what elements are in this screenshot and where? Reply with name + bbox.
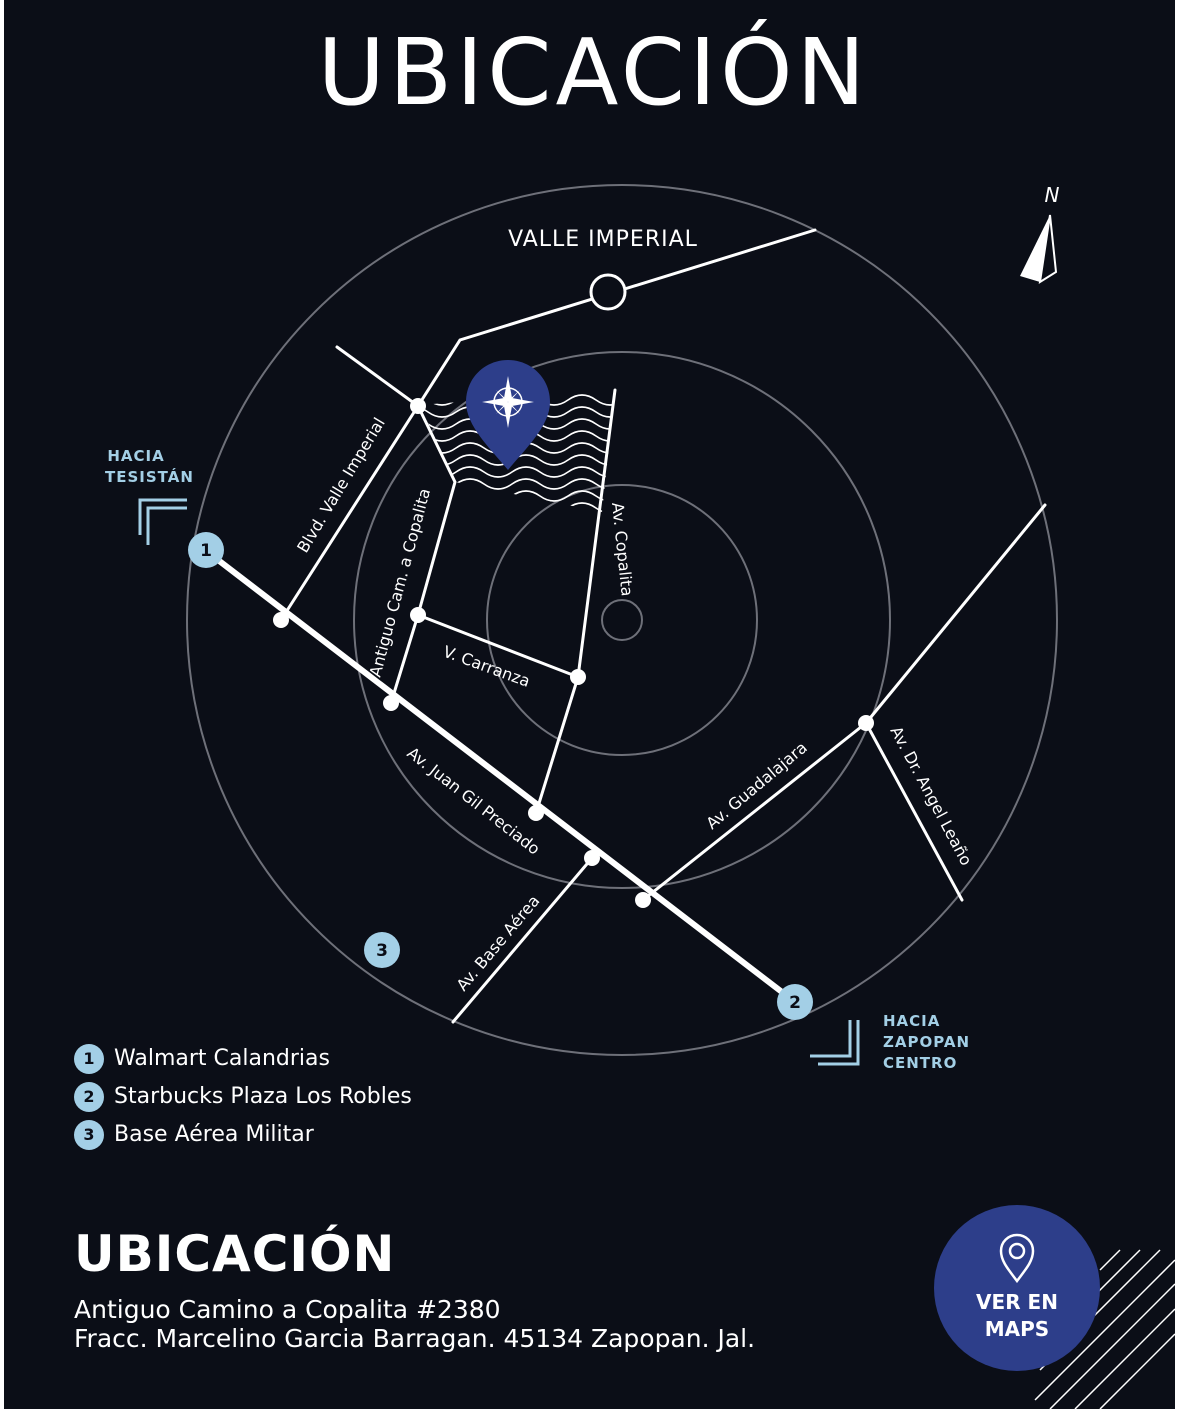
ring-middle	[353, 351, 891, 889]
location-pin-icon[interactable]	[466, 360, 550, 470]
valle-imperial-label: VALLE IMPERIAL	[508, 227, 698, 252]
intersection-dot	[410, 398, 426, 414]
address-line-1: Antiguo Camino a Copalita #2380	[74, 1295, 501, 1324]
street-angel-leano	[864, 721, 964, 902]
intersection-dot	[273, 612, 289, 628]
distance-rings	[186, 184, 1058, 1056]
legend-label-3: Base Aérea Militar	[114, 1122, 314, 1147]
legend-number-1: 1	[74, 1044, 104, 1074]
street-label-av-copalita: Av. Copalita	[608, 501, 637, 597]
street-juan-gil-preciado	[202, 547, 798, 1005]
view-in-maps-button[interactable]: VER EN MAPS	[934, 1205, 1100, 1371]
street-northwest-branch	[335, 345, 420, 408]
address-title: UBICACIÓN	[74, 1225, 396, 1283]
street-antiguo-copalita	[389, 404, 457, 705]
intersections	[273, 398, 874, 908]
page-title: UBICACIÓN	[317, 19, 870, 126]
direction-zapopan-centro: HACIA ZAPOPAN CENTRO	[883, 1012, 971, 1072]
intersection-dot	[528, 805, 544, 821]
zapopan-direction-icon	[810, 1020, 860, 1066]
svg-text:1: 1	[200, 541, 212, 561]
intersection-dot	[858, 715, 874, 731]
street-v-carranza	[416, 613, 580, 679]
street-av-copalita	[534, 388, 617, 815]
street-valle-imperial-main	[279, 228, 817, 622]
legend-number-2: 2	[74, 1082, 104, 1112]
intersection-dot	[584, 850, 600, 866]
location-page: UBICACIÓN	[4, 0, 1175, 1409]
valle-imperial-marker	[589, 273, 627, 311]
intersection-dot	[410, 607, 426, 623]
svg-text:2: 2	[789, 993, 801, 1013]
intersection-dot	[383, 695, 399, 711]
legend-label-1: Walmart Calandrias	[114, 1046, 330, 1071]
street-guadalajara	[641, 721, 868, 902]
street-label-base-aerea: Av. Base Aérea	[453, 891, 544, 994]
address-line-2: Fracc. Marcelino Garcia Barragan. 45134 …	[74, 1324, 756, 1353]
location-map[interactable]: VALLE IMPERIAL N	[4, 0, 1175, 1409]
ring-inner	[486, 484, 758, 756]
street-northeast	[864, 503, 1047, 725]
street-label-blvd-valle-imperial: Blvd. Valle Imperial	[293, 414, 389, 556]
numbered-markers: 1 2 3	[188, 532, 813, 1020]
north-label: N	[1045, 183, 1060, 207]
map-pin-icon	[999, 1233, 1035, 1283]
ring-center	[601, 599, 643, 641]
ring-outer	[186, 184, 1058, 1056]
street-label-v-carranza: V. Carranza	[441, 642, 533, 691]
marker-2[interactable]: 2	[777, 984, 813, 1020]
direction-tesistan: HACIA TESISTÁN	[105, 447, 194, 486]
north-arrow-icon: N	[1020, 183, 1060, 284]
streets	[202, 228, 1047, 1024]
legend-label-2: Starbucks Plaza Los Robles	[114, 1084, 412, 1109]
intersection-dot	[570, 669, 586, 685]
marker-1[interactable]: 1	[188, 532, 224, 568]
street-base-aerea	[451, 856, 594, 1024]
marker-3[interactable]: 3	[364, 932, 400, 968]
street-label-angel-leano: Av. Dr. Angel Leaño	[886, 723, 975, 869]
view-in-maps-label: VER EN MAPS	[976, 1290, 1058, 1341]
intersection-dot	[635, 892, 651, 908]
svg-text:3: 3	[376, 941, 388, 961]
legend-number-3: 3	[74, 1120, 104, 1150]
street-label-guadalajara: Av. Guadalajara	[702, 738, 810, 833]
tesistan-direction-icon	[138, 498, 187, 545]
compass-rose-icon	[482, 376, 534, 428]
